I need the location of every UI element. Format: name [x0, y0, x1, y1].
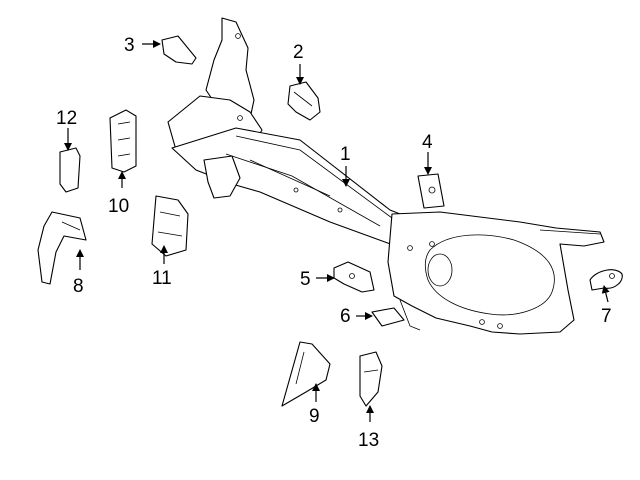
part-2-bracket: [287, 81, 321, 121]
callout-8: 8: [73, 276, 84, 297]
callout-12: 12: [56, 108, 77, 129]
callout-13: 13: [358, 430, 379, 451]
part-12-seal: [59, 147, 81, 193]
callout-7: 7: [601, 306, 612, 327]
part-1-radiator-support: [167, 17, 605, 335]
part-3-bracket: [161, 35, 197, 65]
callout-4: 4: [422, 132, 433, 153]
callout-2: 2: [293, 42, 304, 63]
callout-10: 10: [108, 196, 129, 217]
callout-9: 9: [309, 406, 320, 427]
leader-7: [601, 285, 610, 303]
part-13-air-guide: [359, 351, 383, 407]
part-7-clip: [589, 269, 623, 291]
part-8-air-guide: [37, 211, 87, 285]
callout-3: 3: [124, 35, 135, 56]
part-10-side-seal: [109, 109, 137, 173]
part-9-air-deflector: [281, 341, 331, 407]
part-11-side-seal: [151, 195, 189, 257]
part-6-clip: [371, 307, 405, 327]
callout-6: 6: [340, 306, 351, 327]
callout-5: 5: [300, 269, 311, 290]
callout-1: 1: [340, 144, 351, 165]
callout-11: 11: [152, 268, 172, 289]
